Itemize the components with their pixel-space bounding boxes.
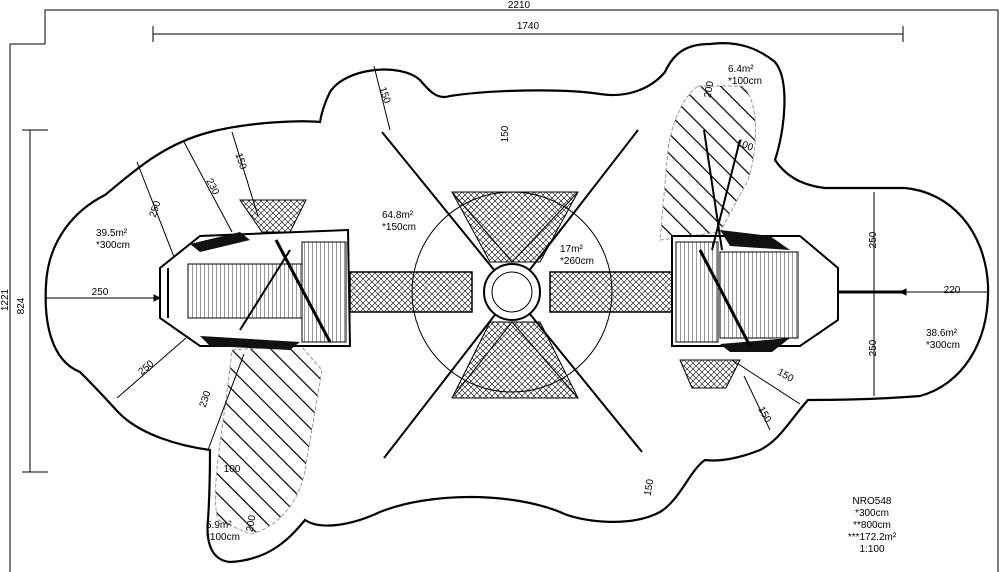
overall-height-dimension: 1221: [0, 44, 11, 572]
center-hub-inner: [491, 271, 533, 313]
right-top-area-height: *100cm: [728, 76, 762, 87]
right-large-area-height: *300cm: [926, 340, 960, 351]
inner-width-dimension: 1740: [152, 21, 904, 42]
right-upper-label: 250: [868, 231, 879, 248]
left-bottom-200-label: 200: [245, 514, 259, 533]
left-diag-3-label: 150: [233, 152, 249, 172]
center-top-label: 150: [500, 125, 511, 142]
overall-width-dimension: 2210: [10, 0, 999, 45]
left-play-structure: [159, 199, 352, 350]
center-large-area-height: *150cm: [382, 222, 416, 233]
left-reach-label: 250: [92, 287, 109, 298]
center-large-area-size: 64.8m²: [382, 210, 414, 221]
left-bottom-area-height: *100cm: [206, 532, 240, 543]
legend-line-1: *300cm: [855, 508, 889, 519]
left-bottom-hatched-zone: [214, 344, 323, 535]
left-bottom-area-size: 5.9m²: [206, 520, 232, 531]
left-large-area-height: *300cm: [96, 240, 130, 251]
right-diag-1-label: 150: [775, 367, 795, 385]
right-play-structure: [671, 129, 902, 389]
left-lower-diag-2-label: 230: [198, 389, 214, 409]
right-reach-label: 220: [944, 285, 961, 296]
legend-scale: 1:100: [859, 544, 884, 555]
right-large-area-size: 38.6m²: [926, 328, 958, 339]
right-diag-2-label: 150: [755, 405, 773, 425]
right-rope-bridge: [549, 271, 673, 313]
right-lower-label: 250: [868, 339, 879, 356]
left-lower-diag-1-label: 250: [136, 358, 156, 377]
legend-line-3: ***172.2m²: [848, 532, 897, 543]
overall-width-label: 2210: [508, 0, 531, 11]
safety-area-outline: [44, 42, 990, 564]
center-top-left-label: 150: [377, 86, 393, 106]
legend-code: NRO548: [853, 496, 892, 507]
right-top-hatched-zone: [659, 85, 757, 241]
left-diag-1-label: 250: [148, 199, 164, 219]
left-bottom-100-label: 100: [224, 464, 241, 475]
center-small-area-size: 17m²: [560, 244, 583, 255]
legend-line-2: **800cm: [853, 520, 891, 531]
left-rope-bridge: [349, 271, 473, 313]
center-net-bottom: [451, 321, 579, 399]
center-bottom-right-label: 150: [643, 478, 657, 497]
right-top-200-label: 200: [703, 80, 717, 99]
left-large-area-size: 39.5m²: [96, 228, 128, 239]
center-small-area-height: *260cm: [560, 256, 594, 267]
inner-height-label: 824: [16, 297, 27, 314]
legend-block: NRO548 *300cm **800cm ***172.2m² 1:100: [848, 496, 897, 555]
left-diag-2-label: 230: [203, 177, 221, 197]
right-top-area-size: 6.4m²: [728, 64, 754, 75]
overall-height-label: 1221: [0, 288, 11, 311]
reach-arrows: [46, 192, 988, 396]
center-net-top: [451, 191, 579, 263]
inner-width-label: 1740: [517, 21, 540, 32]
inner-height-dimension: 824: [16, 129, 48, 473]
